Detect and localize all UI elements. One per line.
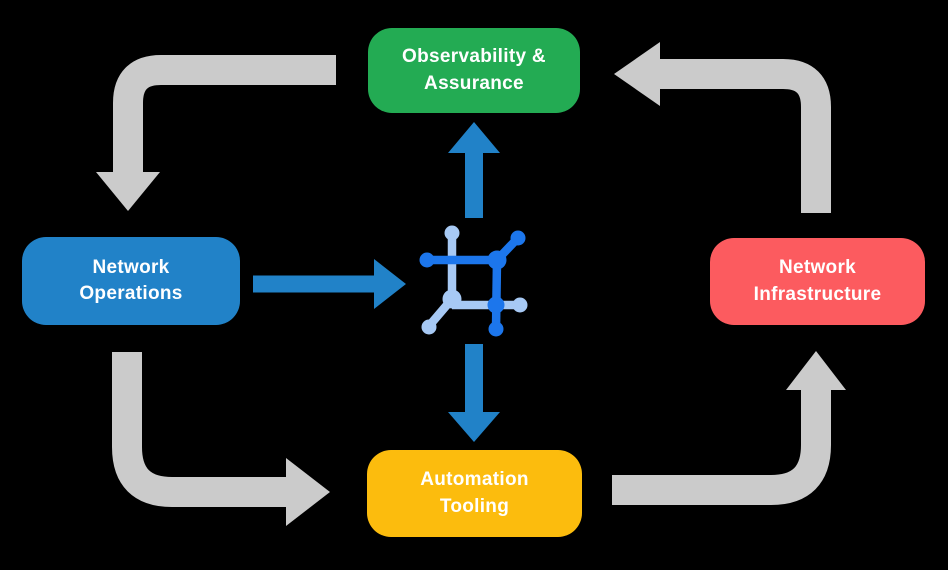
node-network-operations: Network Operations (22, 237, 240, 325)
node-automation-tooling: Automation Tooling (367, 450, 582, 537)
icon-dark-bottom-node (488, 321, 504, 337)
icon-dark-vertical-line (491, 259, 502, 330)
arrowhead-left-icon (614, 42, 660, 106)
icon-dark-junction-node (487, 250, 507, 270)
icon-light-right-node (512, 297, 528, 313)
node-observability-assurance: Observability & Assurance (368, 28, 580, 113)
arrowhead-right-icon (286, 458, 330, 526)
node-network-infrastructure: Network Infrastructure (710, 238, 925, 325)
arrowhead-up-icon (786, 351, 846, 390)
gray-cycle-arrows (96, 42, 846, 526)
arrow-infrastructure-to-observability (659, 59, 831, 213)
node-infrastructure-label: Network Infrastructure (753, 257, 882, 305)
icon-dark-crossing-node (487, 296, 505, 314)
arrowhead-up-icon (448, 122, 500, 153)
node-automation-label: Automation Tooling (420, 469, 529, 517)
network-nodes-icon (419, 225, 528, 337)
arrowhead-right-icon (374, 259, 406, 309)
arrow-operations-to-automation (112, 352, 288, 507)
node-operations-label: Network Operations (79, 256, 183, 304)
arrow-observability-to-operations (113, 55, 336, 174)
node-observability-label: Observability & Assurance (402, 46, 546, 94)
arrowhead-down-icon (448, 412, 500, 442)
icon-light-bottomleft-node (421, 319, 437, 335)
network-icon-light-part (421, 225, 528, 335)
arrowhead-down-icon (96, 172, 160, 211)
icon-light-top-node (444, 225, 460, 241)
arrow-automation-to-infrastructure (612, 388, 831, 505)
icon-light-junction-node (442, 289, 462, 309)
icon-dark-left-node (419, 252, 435, 268)
network-icon-dark-part (419, 230, 526, 337)
icon-dark-topright-node (510, 230, 526, 246)
blue-center-arrows (253, 122, 500, 442)
